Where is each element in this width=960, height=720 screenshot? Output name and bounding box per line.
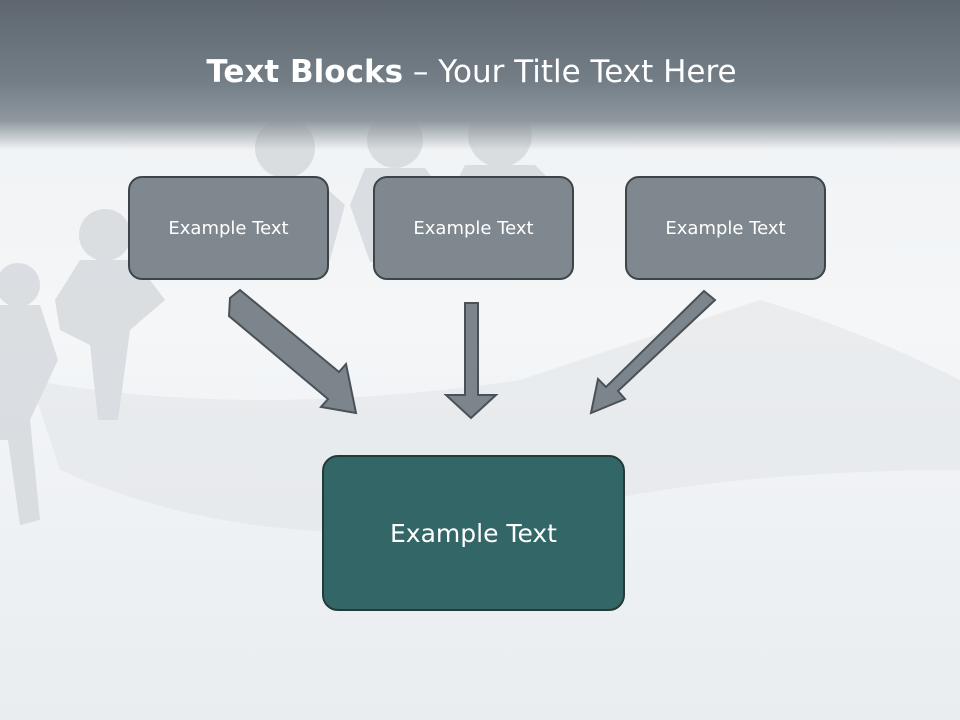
title-rest-text: Your Title Text Here [438, 54, 737, 90]
header-band [0, 0, 960, 150]
slide-title: Text Blocks – Your Title Text Here [0, 54, 943, 90]
result-text-block[interactable]: Example Text [322, 455, 625, 611]
text-block-left[interactable]: Example Text [128, 176, 329, 280]
title-dash: – [403, 54, 439, 90]
title-bold-text: Text Blocks [206, 54, 404, 90]
text-block-right[interactable]: Example Text [625, 176, 826, 280]
text-block-center[interactable]: Example Text [373, 176, 574, 280]
